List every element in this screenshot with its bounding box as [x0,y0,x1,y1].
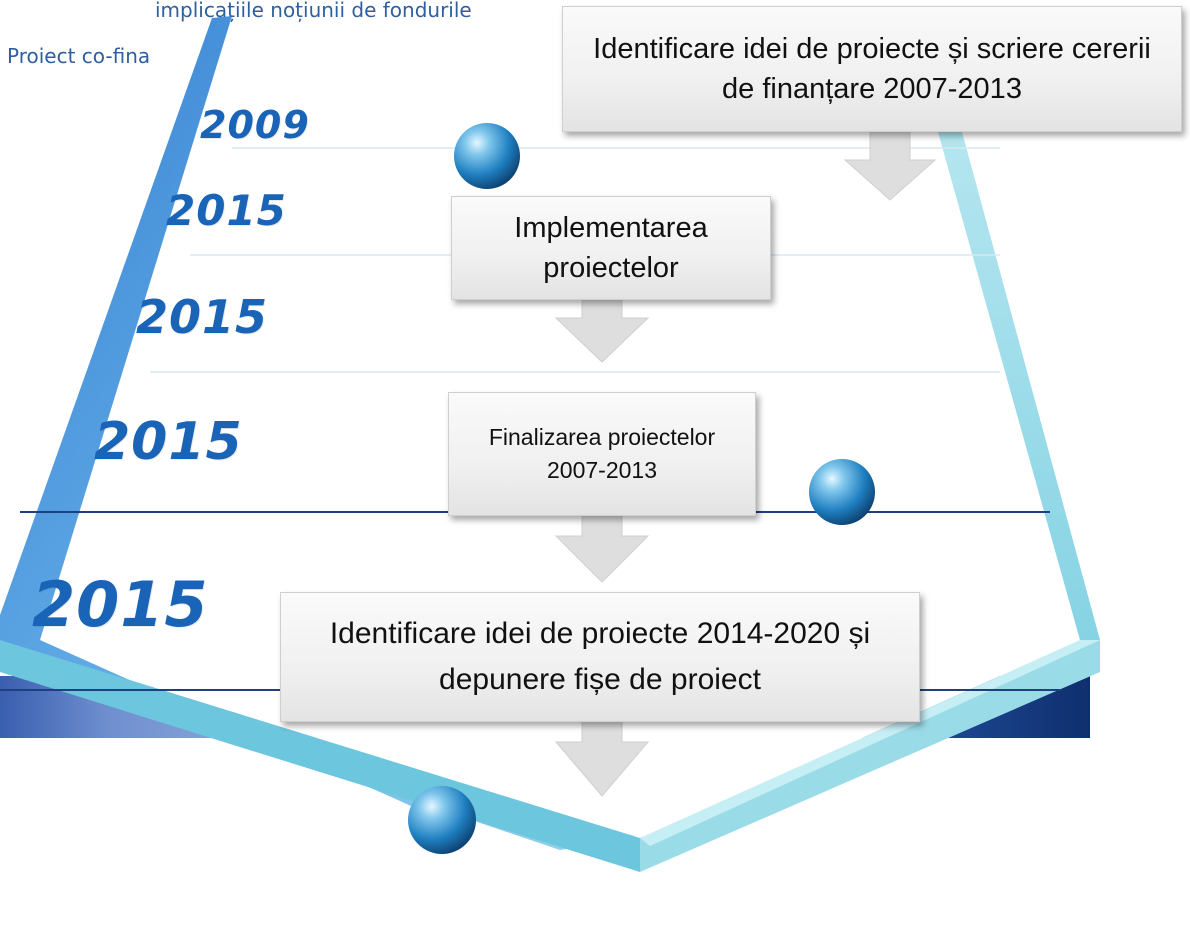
year-label: 2009 [200,103,310,147]
step-box: Finalizarea proiectelor 2007-2013 [448,392,756,516]
frame-bottom-side [0,640,640,872]
header-top-text: implicațiile noțiunii de fondurile [155,0,472,22]
step-box: Identificare idei de proiecte 2014-2020 … [280,592,920,722]
down-arrow [554,717,650,797]
step-label: Implementarea proiectelor [514,212,708,284]
down-arrow [554,511,650,583]
step-label: Identificare idei de proiecte 2014-2020 … [329,617,871,696]
sphere-icon [408,786,476,854]
frame-bottom-right-side [640,640,1100,872]
frame-right-edge [905,14,1100,640]
sphere-icon [454,123,520,189]
frame-left-edge [0,16,640,850]
year-label: 2015 [136,290,269,344]
year-label: 2015 [32,568,209,641]
year-label: 2015 [94,412,243,472]
frame-bottom-right-face [640,640,1100,846]
sphere-icon [809,459,875,525]
down-arrow [554,297,650,363]
down-arrow [843,129,937,201]
step-label: Identificare idei de proiecte și scriere… [593,33,1151,105]
year-label: 2015 [166,186,287,235]
step-box: Identificare idei de proiecte și scriere… [562,6,1182,132]
header-left-text: Proiect co-fina [7,44,151,68]
step-label: Finalizarea proiectelor 2007-2013 [488,424,716,483]
step-box: Implementarea proiectelor [451,196,771,300]
